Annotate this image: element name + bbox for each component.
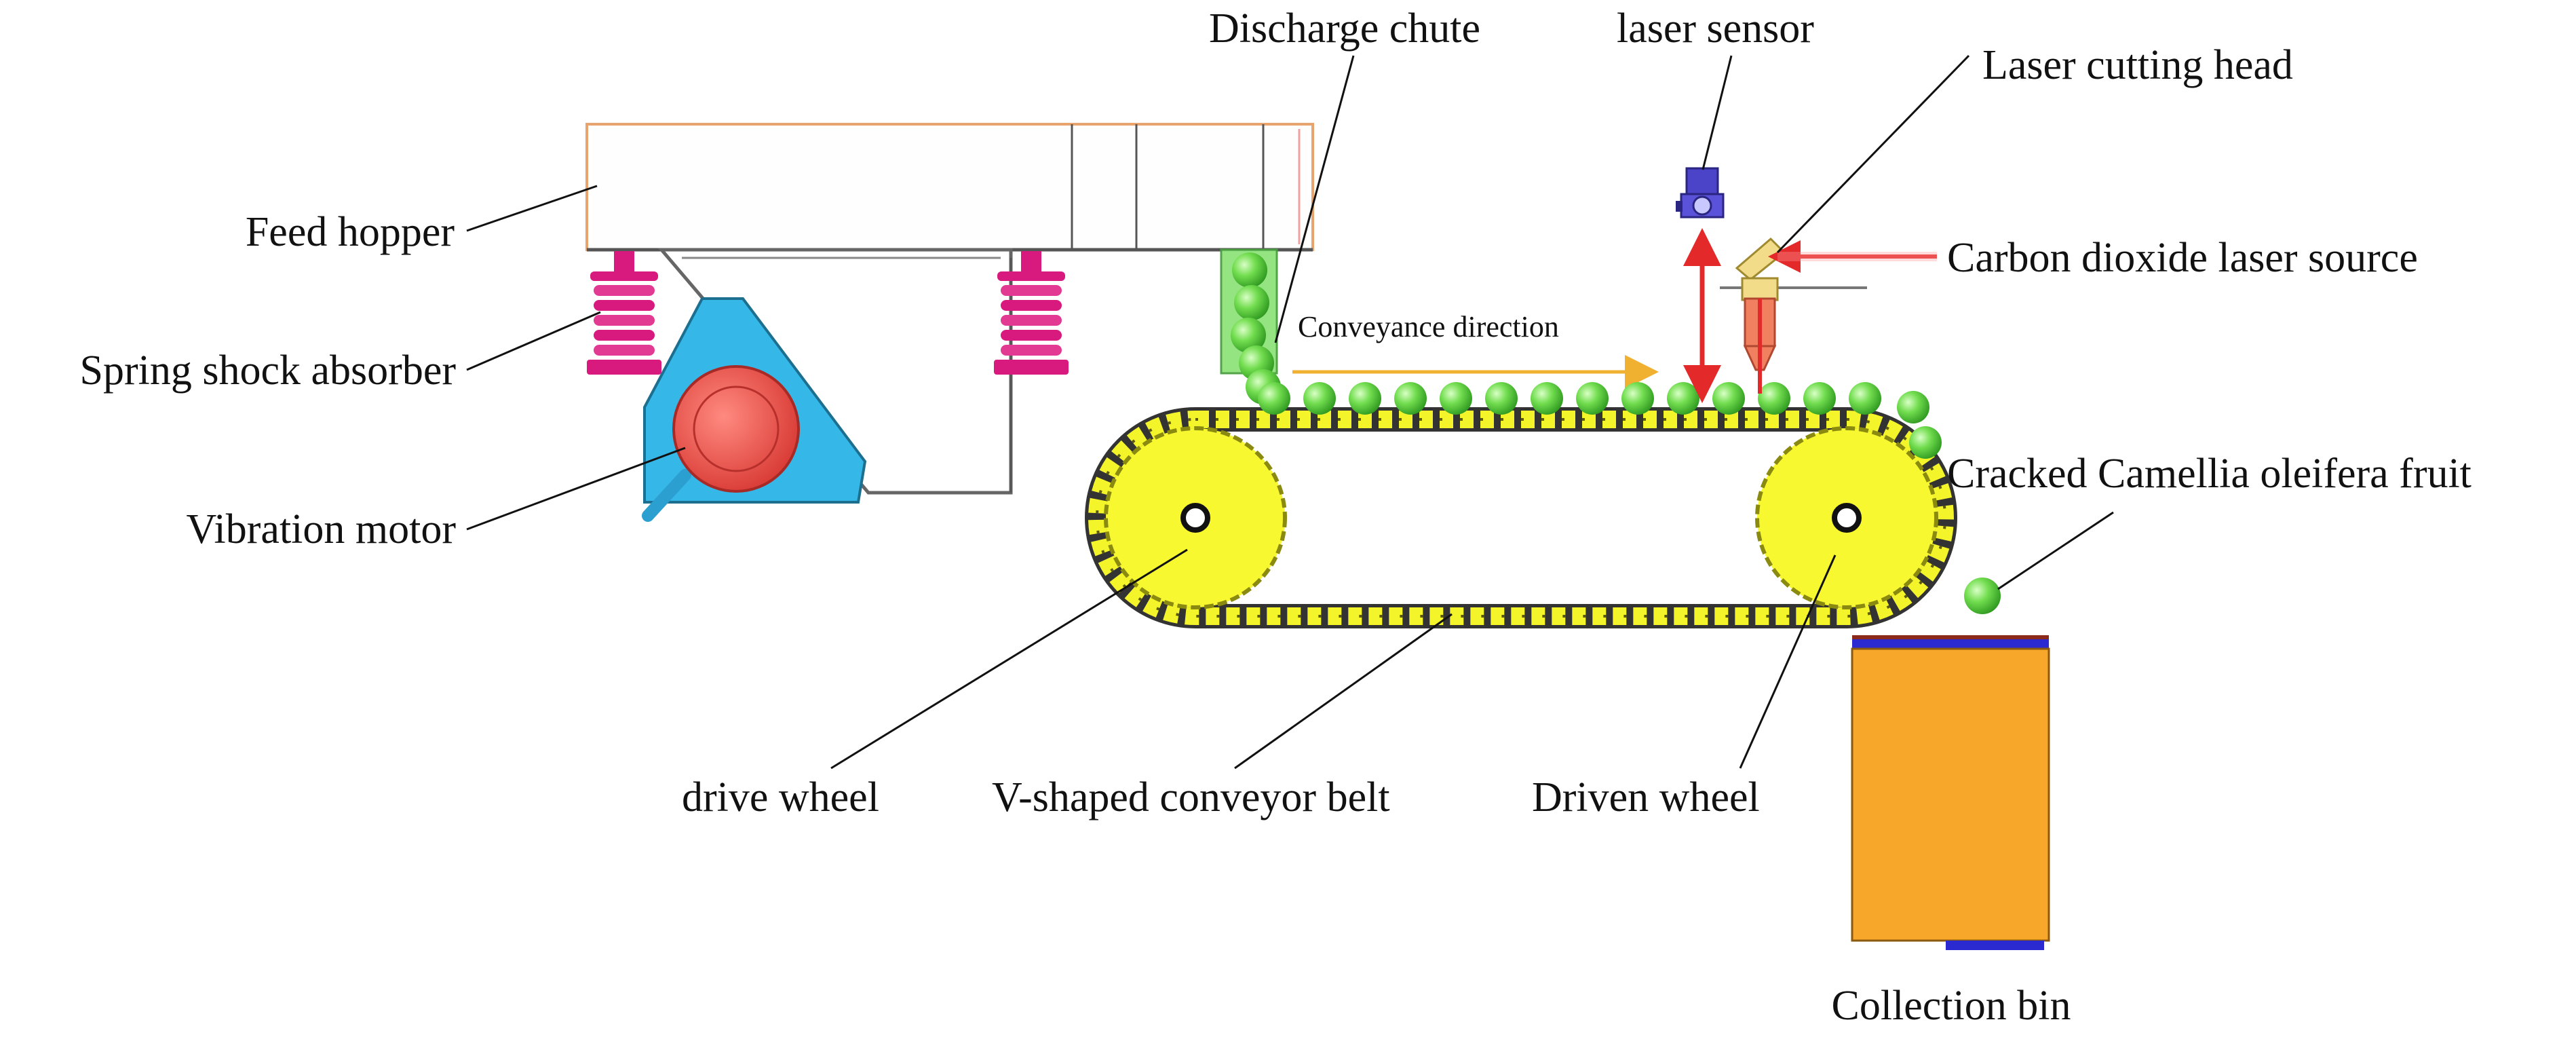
label-vibration-motor: Vibration motor <box>187 506 457 552</box>
label-spring-shock-absorber: Spring shock absorber <box>80 347 457 394</box>
label-collection-bin: Collection bin <box>1831 983 2071 1029</box>
label-driven-wheel: Driven wheel <box>1532 774 1760 820</box>
leader-discharge-chute <box>1274 55 1355 343</box>
drive-wheel <box>1104 426 1287 609</box>
leader-laser-cutting-head <box>1776 54 1970 254</box>
spring-shock-absorber-left <box>587 251 661 375</box>
label-laser-sensor: laser sensor <box>1617 5 1814 52</box>
leader-laser-sensor <box>1702 55 1733 170</box>
fruits-on-belt <box>1258 382 1929 423</box>
laser-sensor <box>1676 167 1725 219</box>
label-conveyor-belt: V-shaped conveyor belt <box>992 774 1390 820</box>
leader-cracked-fruit <box>1997 511 2114 590</box>
driven-wheel <box>1755 426 1938 609</box>
leader-spring <box>466 311 601 371</box>
feed-hopper <box>585 123 1314 252</box>
label-laser-cutting-head: Laser cutting head <box>1982 42 2293 88</box>
discharge-chute <box>1220 248 1281 404</box>
label-discharge-chute: Discharge chute <box>1209 5 1480 52</box>
leader-driven-wheel <box>1739 554 1837 769</box>
label-cracked-fruit: Cracked Camellia oleifera fruit <box>1947 451 2472 497</box>
label-drive-wheel: drive wheel <box>682 774 879 820</box>
vibration-motor <box>642 365 800 522</box>
label-co2-laser-source: Carbon dioxide laser source <box>1947 235 2418 281</box>
spring-shock-absorber-right <box>994 251 1069 375</box>
collection-bin <box>1851 635 2050 950</box>
leader-drive-wheel <box>830 548 1188 770</box>
leader-conveyor-belt <box>1234 613 1453 770</box>
falling-fruit <box>1909 426 1942 459</box>
leader-motor <box>466 447 686 531</box>
conveyor-belt <box>1085 407 1957 628</box>
laser-cutting-head <box>1720 237 1867 394</box>
label-conveyance-direction: Conveyance direction <box>1298 310 1559 343</box>
cracked-fruit <box>1964 578 2001 614</box>
leader-feed-hopper <box>466 185 598 232</box>
label-feed-hopper: Feed hopper <box>246 209 455 255</box>
